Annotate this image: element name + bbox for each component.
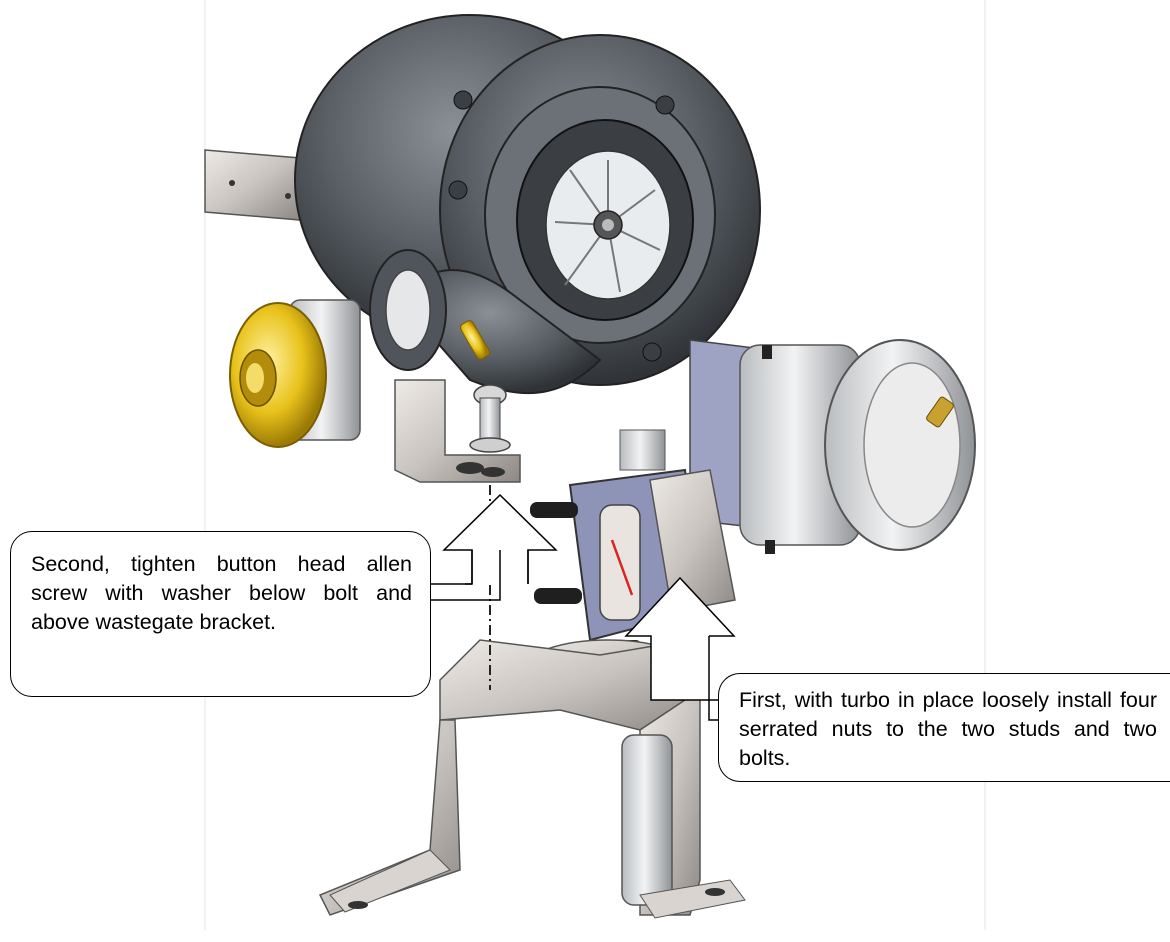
button-head-allen-screw: [469, 384, 511, 453]
compressor-housing: [294, 14, 761, 386]
callout-first-step: First, with turbo in place loosely insta…: [718, 673, 1170, 782]
wastegate-bracket: [394, 379, 521, 483]
turbine-flange: [530, 429, 736, 652]
compressor-outlet: [369, 249, 602, 395]
callout-arrow-first: [624, 576, 736, 701]
callout-first-step-text: First, with turbo in place loosely insta…: [739, 688, 1157, 770]
lower-support-bracket: [318, 639, 746, 919]
wastegate-actuator: [229, 299, 361, 448]
callout-second-step: Second, tighten button head allen screw …: [10, 531, 431, 697]
exhaust-actuator: [689, 339, 976, 554]
callout-second-step-text: Second, tighten button head allen screw …: [31, 552, 412, 634]
